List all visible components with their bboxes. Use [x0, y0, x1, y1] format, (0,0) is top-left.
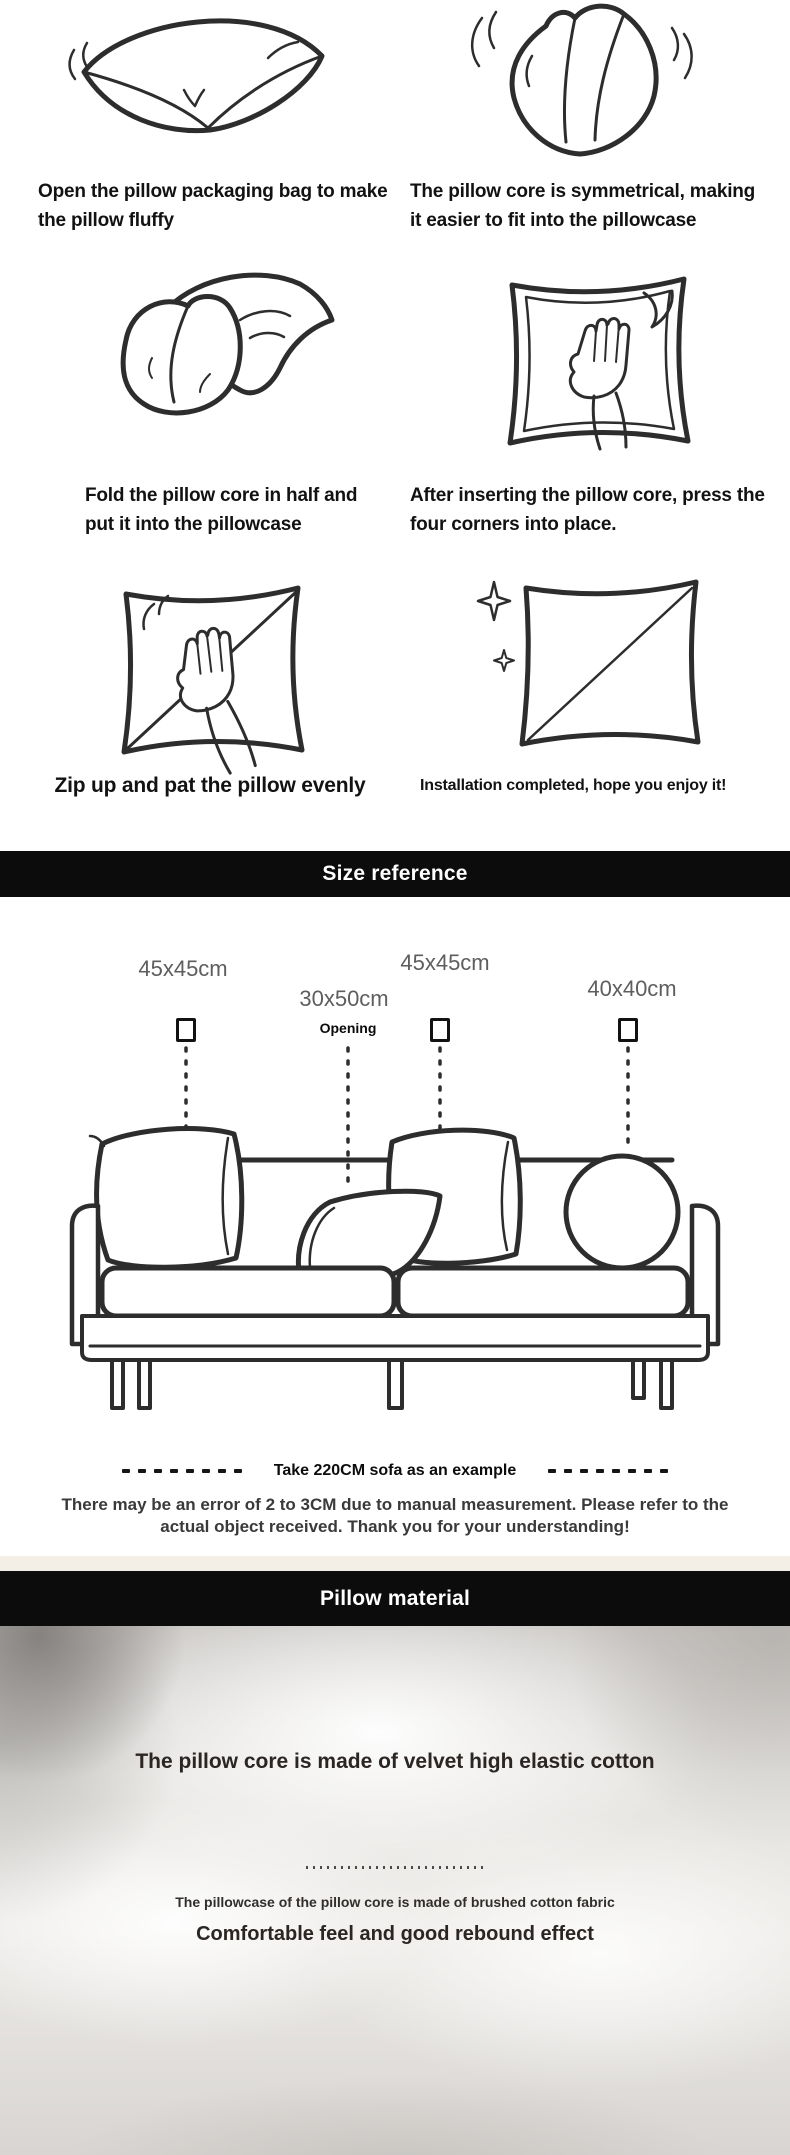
cotton-texture-background: The pillow core is made of velvet high e… [0, 1626, 790, 2155]
pillow-size-label: 45x45cm [400, 950, 490, 975]
step-caption: Zip up and pat the pillow evenly [54, 774, 366, 797]
step-caption: The pillow core is symmetrical, making i… [410, 181, 756, 231]
step-caption: Fold the pillow core in half and put it … [85, 485, 358, 535]
measurement-disclaimer: There may be an error of 2 to 3CM due to… [61, 1495, 729, 1537]
finished-pillow-sparkle-icon [476, 579, 701, 747]
pillow-material-banner-label: Pillow material [319, 1586, 471, 1610]
dash-line-right [548, 1469, 669, 1473]
pillow-folded-into-case-icon [120, 272, 335, 416]
dash-line-left [121, 1469, 242, 1473]
size-marker-square [618, 1018, 638, 1042]
hand-press-corners-icon [507, 276, 691, 451]
material-subline-fabric: The pillowcase of the pillow core is mad… [175, 1894, 615, 1910]
step-caption: After inserting the pillow core, press t… [410, 485, 765, 535]
size-reference-banner-label: Size reference [322, 862, 468, 885]
pillow-size-label: 40x40cm [587, 976, 677, 1001]
size-marker-square [430, 1018, 450, 1042]
step-caption: Installation completed, hope you enjoy i… [420, 777, 727, 794]
sofa-example-note: Take 220CM sofa as an example [273, 1462, 517, 1479]
section-divider-strip [0, 1556, 790, 1571]
pillow-upright-symmetrical-icon [471, 3, 693, 157]
sofa-illustration [69, 1046, 721, 1410]
dotted-divider [306, 1866, 484, 1869]
pillow-shaken-flat-icon [68, 18, 325, 134]
hand-pat-pillow-icon [121, 585, 305, 775]
pillow-size-label: 30x50cm [299, 986, 389, 1011]
pillow-material-banner: Pillow material [0, 1571, 790, 1626]
sofa-example-note-row: Take 220CM sofa as an example [0, 1462, 790, 1480]
step-caption: Open the pillow packaging bag to make th… [38, 181, 388, 231]
pillow-size-label: 45x45cm [138, 956, 228, 981]
material-headline: The pillow core is made of velvet high e… [135, 1750, 655, 1773]
size-reference-banner: Size reference [0, 851, 790, 897]
opening-label: Opening [319, 1020, 377, 1036]
material-subline-feel: Comfortable feel and good rebound effect [196, 1923, 594, 1945]
size-marker-square [176, 1018, 196, 1042]
